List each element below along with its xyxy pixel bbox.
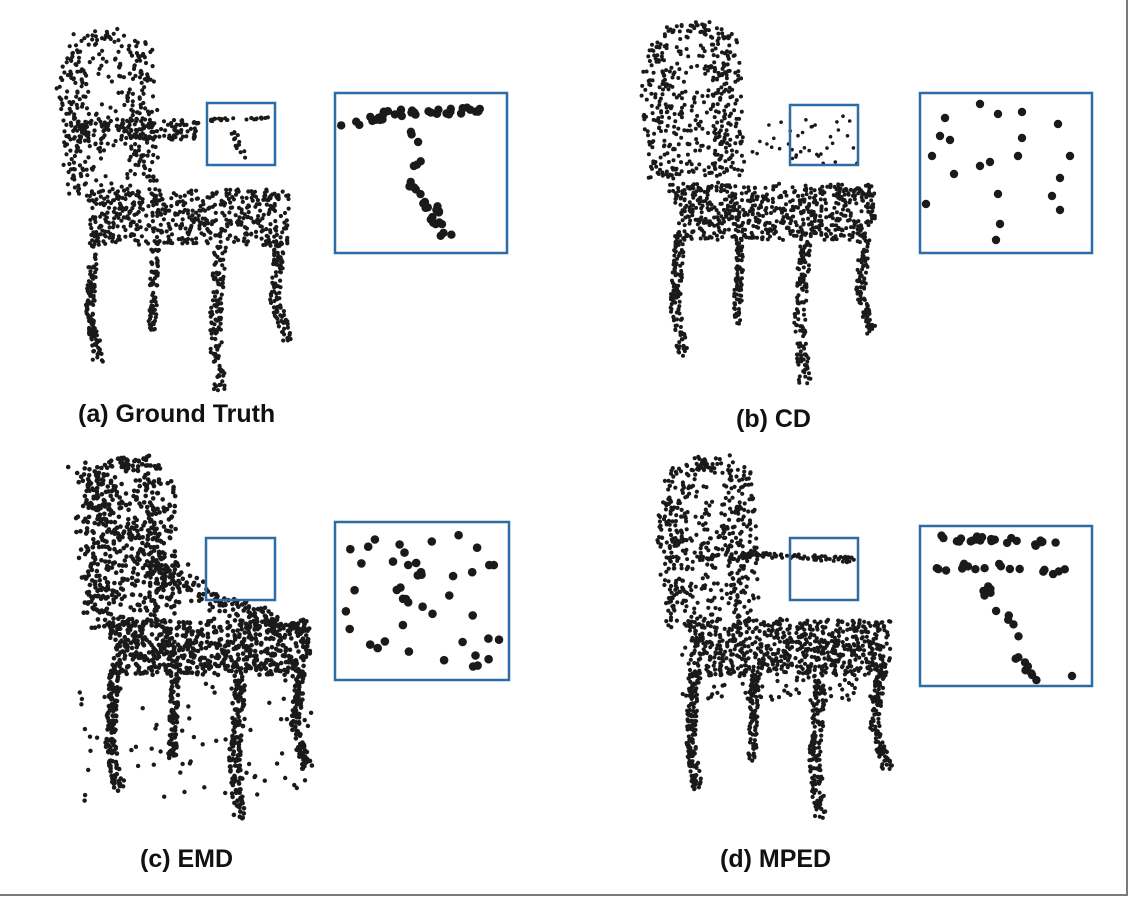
zoom-inset-cd (918, 91, 1094, 255)
inset-frame-mped (918, 524, 1094, 688)
zoom-box-mped (788, 536, 860, 602)
zoom-box-cd (788, 103, 860, 167)
zoom-inset-mped (918, 524, 1094, 688)
point-cloud-emd (65, 453, 315, 821)
inset-frame-cd (918, 91, 1094, 255)
zoom-box-emd (204, 536, 277, 602)
zoom-inset-ground-truth (333, 91, 509, 255)
zoom-inset-emd (333, 520, 511, 682)
point-cloud-cd (639, 20, 877, 386)
inset-frame-emd (333, 520, 511, 682)
inset-frame-ground-truth (333, 91, 509, 255)
point-cloud-ground-truth (54, 26, 293, 393)
point-cloud-mped (655, 453, 895, 820)
caption-cd: (b) CD (736, 405, 811, 433)
zoom-box-ground-truth (205, 101, 277, 167)
caption-mped: (d) MPED (720, 845, 832, 873)
caption-emd: (c) EMD (140, 845, 234, 873)
caption-ground-truth: (a) Ground Truth (78, 400, 276, 428)
